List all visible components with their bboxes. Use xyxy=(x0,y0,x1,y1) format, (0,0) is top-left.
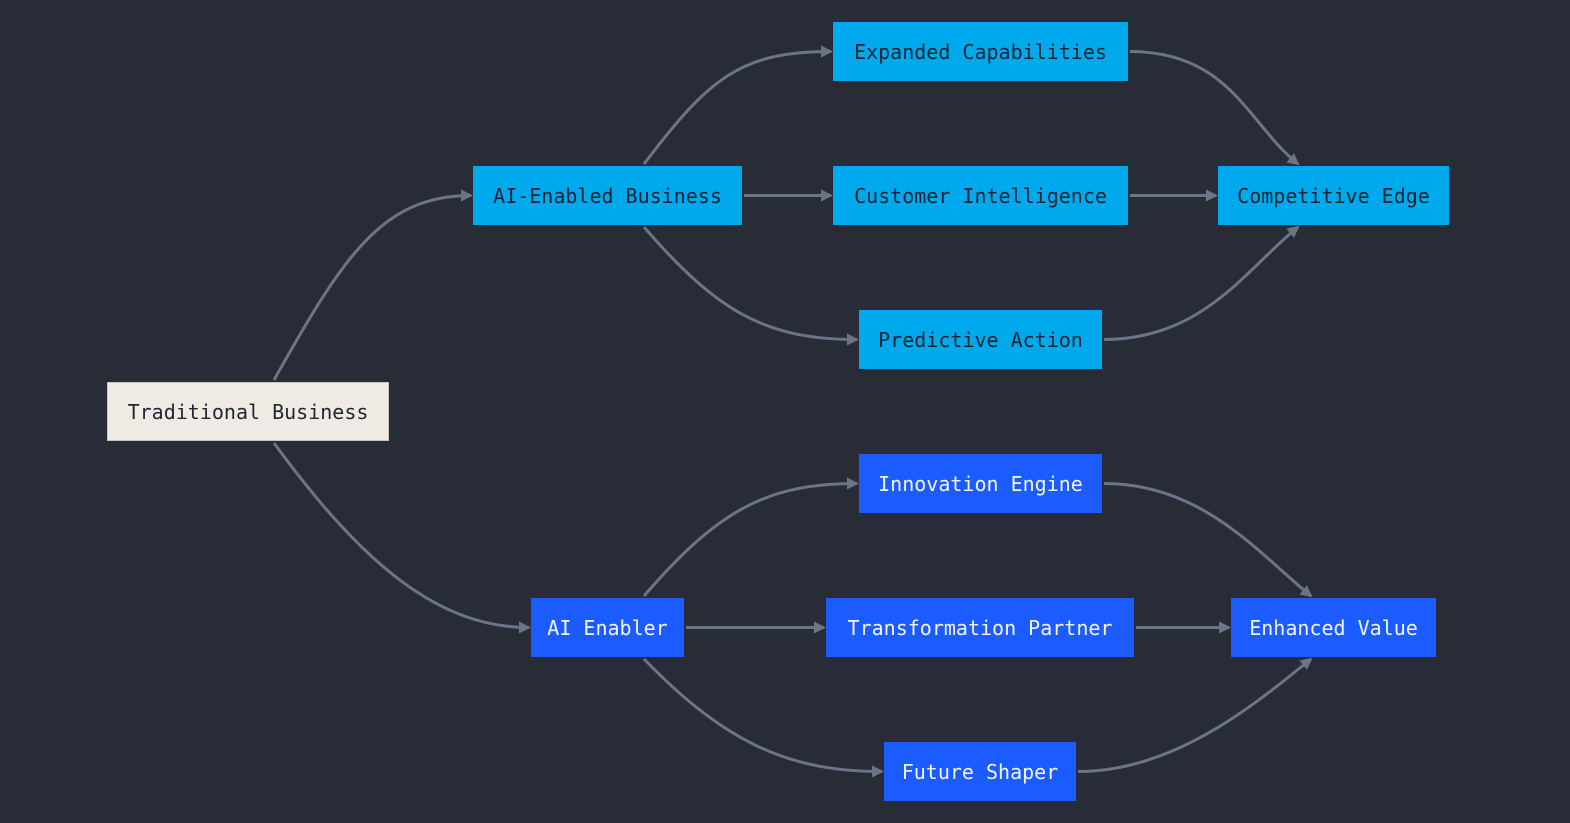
node-customer-intelligence[interactable]: Customer Intelligence xyxy=(833,166,1128,225)
edge-ai_enabler-to-future xyxy=(642,657,884,778)
edge-ai_enabled-to-predictive xyxy=(642,226,859,346)
node-label: Innovation Engine xyxy=(878,471,1083,496)
node-innovation-engine[interactable]: Innovation Engine xyxy=(859,454,1102,513)
edge-ai_enabled-to-expanded xyxy=(642,45,833,165)
node-label: Customer Intelligence xyxy=(854,183,1107,208)
node-expanded-capabilities[interactable]: Expanded Capabilities xyxy=(833,22,1128,81)
node-label: Expanded Capabilities xyxy=(854,39,1107,64)
edge-ai_enabler-to-innovation xyxy=(642,477,859,597)
edge-future-to-enhanced xyxy=(1077,657,1313,773)
node-competitive-edge[interactable]: Competitive Edge xyxy=(1218,166,1449,225)
node-label: Future Shaper xyxy=(901,759,1059,784)
node-future-shaper[interactable]: Future Shaper xyxy=(884,742,1076,801)
edge-traditional-to-ai_enabled xyxy=(272,189,473,381)
edge-innovation-to-enhanced xyxy=(1103,482,1313,598)
node-enhanced-value[interactable]: Enhanced Value xyxy=(1231,598,1436,657)
node-ai-enabled-business[interactable]: AI-Enabled Business xyxy=(473,166,742,225)
edge-expanded-to-competitive xyxy=(1129,50,1300,166)
node-ai-enabler[interactable]: AI Enabler xyxy=(531,598,684,657)
node-label: Traditional Business xyxy=(127,399,369,424)
node-label: Competitive Edge xyxy=(1237,183,1430,208)
node-predictive-action[interactable]: Predictive Action xyxy=(859,310,1102,369)
node-label: Transformation Partner xyxy=(847,615,1113,640)
node-label: AI Enabler xyxy=(547,615,668,640)
node-transformation-partner[interactable]: Transformation Partner xyxy=(826,598,1134,657)
node-traditional-business[interactable]: Traditional Business xyxy=(107,382,389,441)
node-label: Predictive Action xyxy=(878,327,1083,352)
node-label: AI-Enabled Business xyxy=(493,183,722,208)
edge-traditional-to-ai_enabler xyxy=(272,442,531,634)
node-label: Enhanced Value xyxy=(1249,615,1418,640)
edge-predictive-to-competitive xyxy=(1103,225,1300,341)
